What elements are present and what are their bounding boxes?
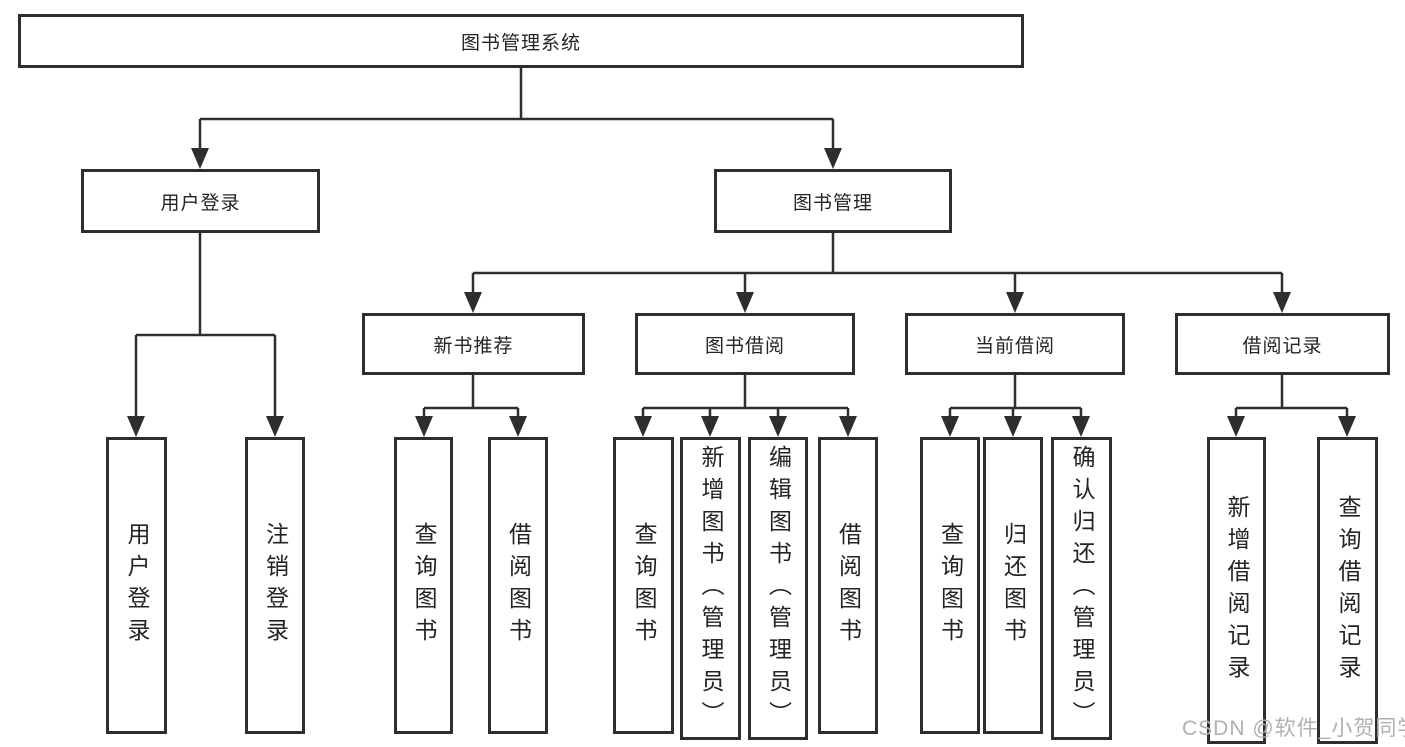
node-book-borrowing: 图书借阅 xyxy=(635,313,855,375)
leaf-query-books-recommend: 查询图书 xyxy=(394,437,453,734)
node-borrowing-records: 借阅记录 xyxy=(1175,313,1390,375)
node-new-book-recommend: 新书推荐 xyxy=(362,313,585,375)
node-current-borrowing: 当前借阅 xyxy=(905,313,1125,375)
node-root-system: 图书管理系统 xyxy=(18,14,1024,68)
leaf-query-books-current: 查询图书 xyxy=(920,437,980,734)
leaf-borrow-books-borrowing: 借阅图书 xyxy=(818,437,878,734)
leaf-add-books-admin: 新增图书（管理员） xyxy=(680,437,741,740)
leaf-add-borrow-record: 新增借阅记录 xyxy=(1207,437,1266,744)
leaf-return-books: 归还图书 xyxy=(983,437,1043,734)
node-user-login: 用户登录 xyxy=(81,169,320,233)
leaf-edit-books-admin: 编辑图书（管理员） xyxy=(748,437,808,740)
leaf-user-login: 用户登录 xyxy=(106,437,167,734)
leaf-query-books-borrowing: 查询图书 xyxy=(613,437,674,734)
csdn-watermark: CSDN @软件_小贺同学 xyxy=(1182,717,1405,740)
leaf-logout: 注销登录 xyxy=(245,437,305,734)
leaf-query-borrow-record: 查询借阅记录 xyxy=(1317,437,1378,744)
leaf-confirm-return-admin: 确认归还（管理员） xyxy=(1051,437,1112,740)
leaf-borrow-books-recommend: 借阅图书 xyxy=(488,437,548,734)
node-book-management: 图书管理 xyxy=(714,169,952,233)
